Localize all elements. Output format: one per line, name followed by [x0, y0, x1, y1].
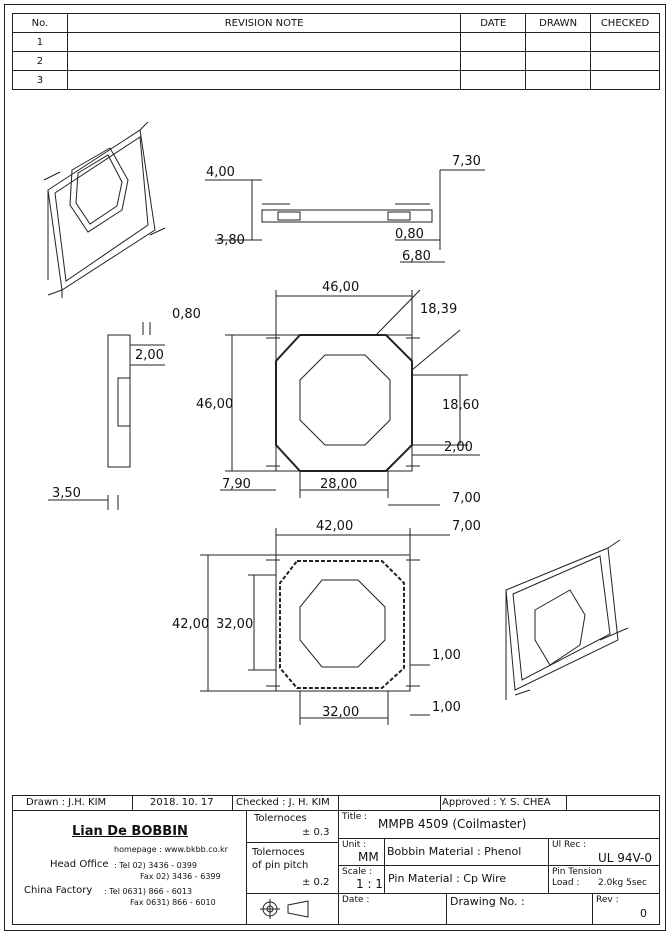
pin-tolerance-value: ± 0.2	[302, 877, 330, 888]
dim-mid-bottom-left: 7,90	[222, 477, 251, 492]
side-view-top	[205, 169, 485, 263]
tb-line	[246, 893, 338, 894]
head-office-tel: : Tel 02) 3436 - 0399	[114, 861, 197, 870]
dimension-labels: 4,00 3,80 7,30 0,80 6,80 46,00 18,39 46,…	[52, 154, 481, 720]
dim-top-left-h: 3,80	[216, 233, 245, 248]
dim-mid-diag: 18,39	[420, 302, 457, 317]
tb-line	[246, 842, 338, 843]
ul-label: Ul Rec :	[552, 840, 587, 850]
dim-mid-width: 46,00	[322, 280, 359, 295]
tb-line	[440, 795, 441, 810]
tb-line	[592, 893, 593, 924]
unit-label: Unit :	[342, 840, 367, 850]
tb-line	[338, 893, 659, 894]
dim-bot-height-outer: 42,00	[172, 617, 209, 632]
pin-tolerance-label-2: of pin pitch	[252, 860, 309, 871]
tb-line	[12, 795, 13, 924]
dim-bot-top-right-1: 7,00	[452, 491, 481, 506]
revision-row: 1	[12, 32, 660, 52]
tb-line	[132, 795, 133, 810]
dim-bot-width: 42,00	[316, 519, 353, 534]
ul-value: UL 94V-0	[598, 851, 653, 865]
isometric-view-bottom	[505, 539, 629, 700]
dim-side-pin-w: 0,80	[172, 307, 201, 322]
dim-bot-bottom: 32,00	[322, 705, 359, 720]
company-name: Lian De BOBBIN	[72, 824, 188, 839]
top-view-bottom	[200, 504, 450, 725]
china-factory-label: China Factory	[24, 885, 93, 896]
dim-top-right-3: 6,80	[402, 249, 431, 264]
title-value: MMPB 4509 (Coilmaster)	[378, 817, 527, 831]
revision-table: No. REVISION NOTE DATE DRAWN CHECKED 1 2…	[12, 13, 660, 90]
pin-tension-label: Pin Tension	[552, 867, 602, 877]
tb-line	[338, 865, 659, 866]
bobbin-material: Bobbin Material : Phenol	[387, 845, 522, 858]
tolerance-value: ± 0.3	[302, 827, 330, 838]
rev-label: Rev :	[596, 895, 619, 905]
head-office-label: Head Office	[50, 859, 109, 870]
tb-line	[12, 924, 660, 925]
tb-line	[566, 795, 567, 810]
dim-bot-right-1: 1,00	[432, 648, 461, 663]
pin-load-label: Load :	[552, 878, 580, 888]
homepage: homepage : www.bkbb.co.kr	[114, 845, 228, 854]
tb-line	[446, 893, 447, 924]
approved-by: Approved : Y. S. CHEA	[442, 797, 551, 808]
scale-label: Scale :	[342, 867, 373, 877]
pin-material: Pin Material : Cp Wire	[388, 872, 507, 885]
pin-tolerance-label-1: Tolernoces	[252, 847, 305, 858]
revision-row: 2	[12, 51, 660, 71]
drawn-date: 2018. 10. 17	[150, 797, 214, 808]
tolerance-label: Tolernoces	[254, 813, 307, 824]
checked-by: Checked : J. H. KIM	[236, 797, 330, 808]
dim-side-pin-h: 2,00	[135, 348, 164, 363]
dim-top-left-w: 4,00	[206, 165, 235, 180]
dim-top-right-2: 0,80	[395, 227, 424, 242]
dim-mid-height: 46,00	[196, 397, 233, 412]
dim-mid-pin: 2,00	[444, 440, 473, 455]
drawing-frame	[4, 4, 666, 931]
tb-line	[232, 795, 233, 810]
dim-mid-right: 18,60	[442, 398, 479, 413]
dim-mid-bottom-center: 28,00	[320, 477, 357, 492]
china-factory-tel: : Tel 0631) 866 - 6013	[104, 887, 193, 896]
tb-line	[246, 810, 247, 924]
date-label: Date :	[342, 895, 370, 905]
dim-bot-height-inner: 32,00	[216, 617, 253, 632]
head-office-fax: Fax 02) 3436 - 6399	[140, 872, 221, 881]
isometric-view-top	[43, 121, 166, 298]
drawn-by: Drawn : J.H. KIM	[26, 797, 107, 808]
technical-drawing: 4,00 3,80 7,30 0,80 6,80 46,00 18,39 46,…	[43, 121, 629, 725]
tb-line	[338, 795, 339, 924]
projection-symbol-icon	[260, 899, 309, 919]
side-view-left	[48, 322, 165, 510]
dim-bot-right-2: 1,00	[432, 700, 461, 715]
pin-load-value: 2.0kg 5sec	[598, 878, 647, 888]
tb-line	[12, 795, 660, 796]
rev-value: 0	[640, 907, 647, 920]
drawing-no-label: Drawing No. :	[450, 895, 525, 908]
dim-side-bottom: 3,50	[52, 486, 81, 501]
scale-value: 1 : 1	[356, 877, 383, 891]
china-factory-fax: Fax 0631) 866 - 6010	[130, 898, 216, 907]
dim-bot-top-right-2: 7,00	[452, 519, 481, 534]
unit-value: MM	[358, 850, 379, 864]
dim-top-right-1: 7,30	[452, 154, 481, 169]
tb-line	[12, 810, 660, 811]
top-view-middle	[220, 289, 480, 498]
revision-row: 3	[12, 70, 660, 90]
tb-line	[384, 838, 385, 893]
title-label: Title :	[342, 812, 368, 822]
tb-line	[338, 838, 659, 839]
tb-line	[659, 795, 660, 924]
tb-line	[548, 838, 549, 893]
